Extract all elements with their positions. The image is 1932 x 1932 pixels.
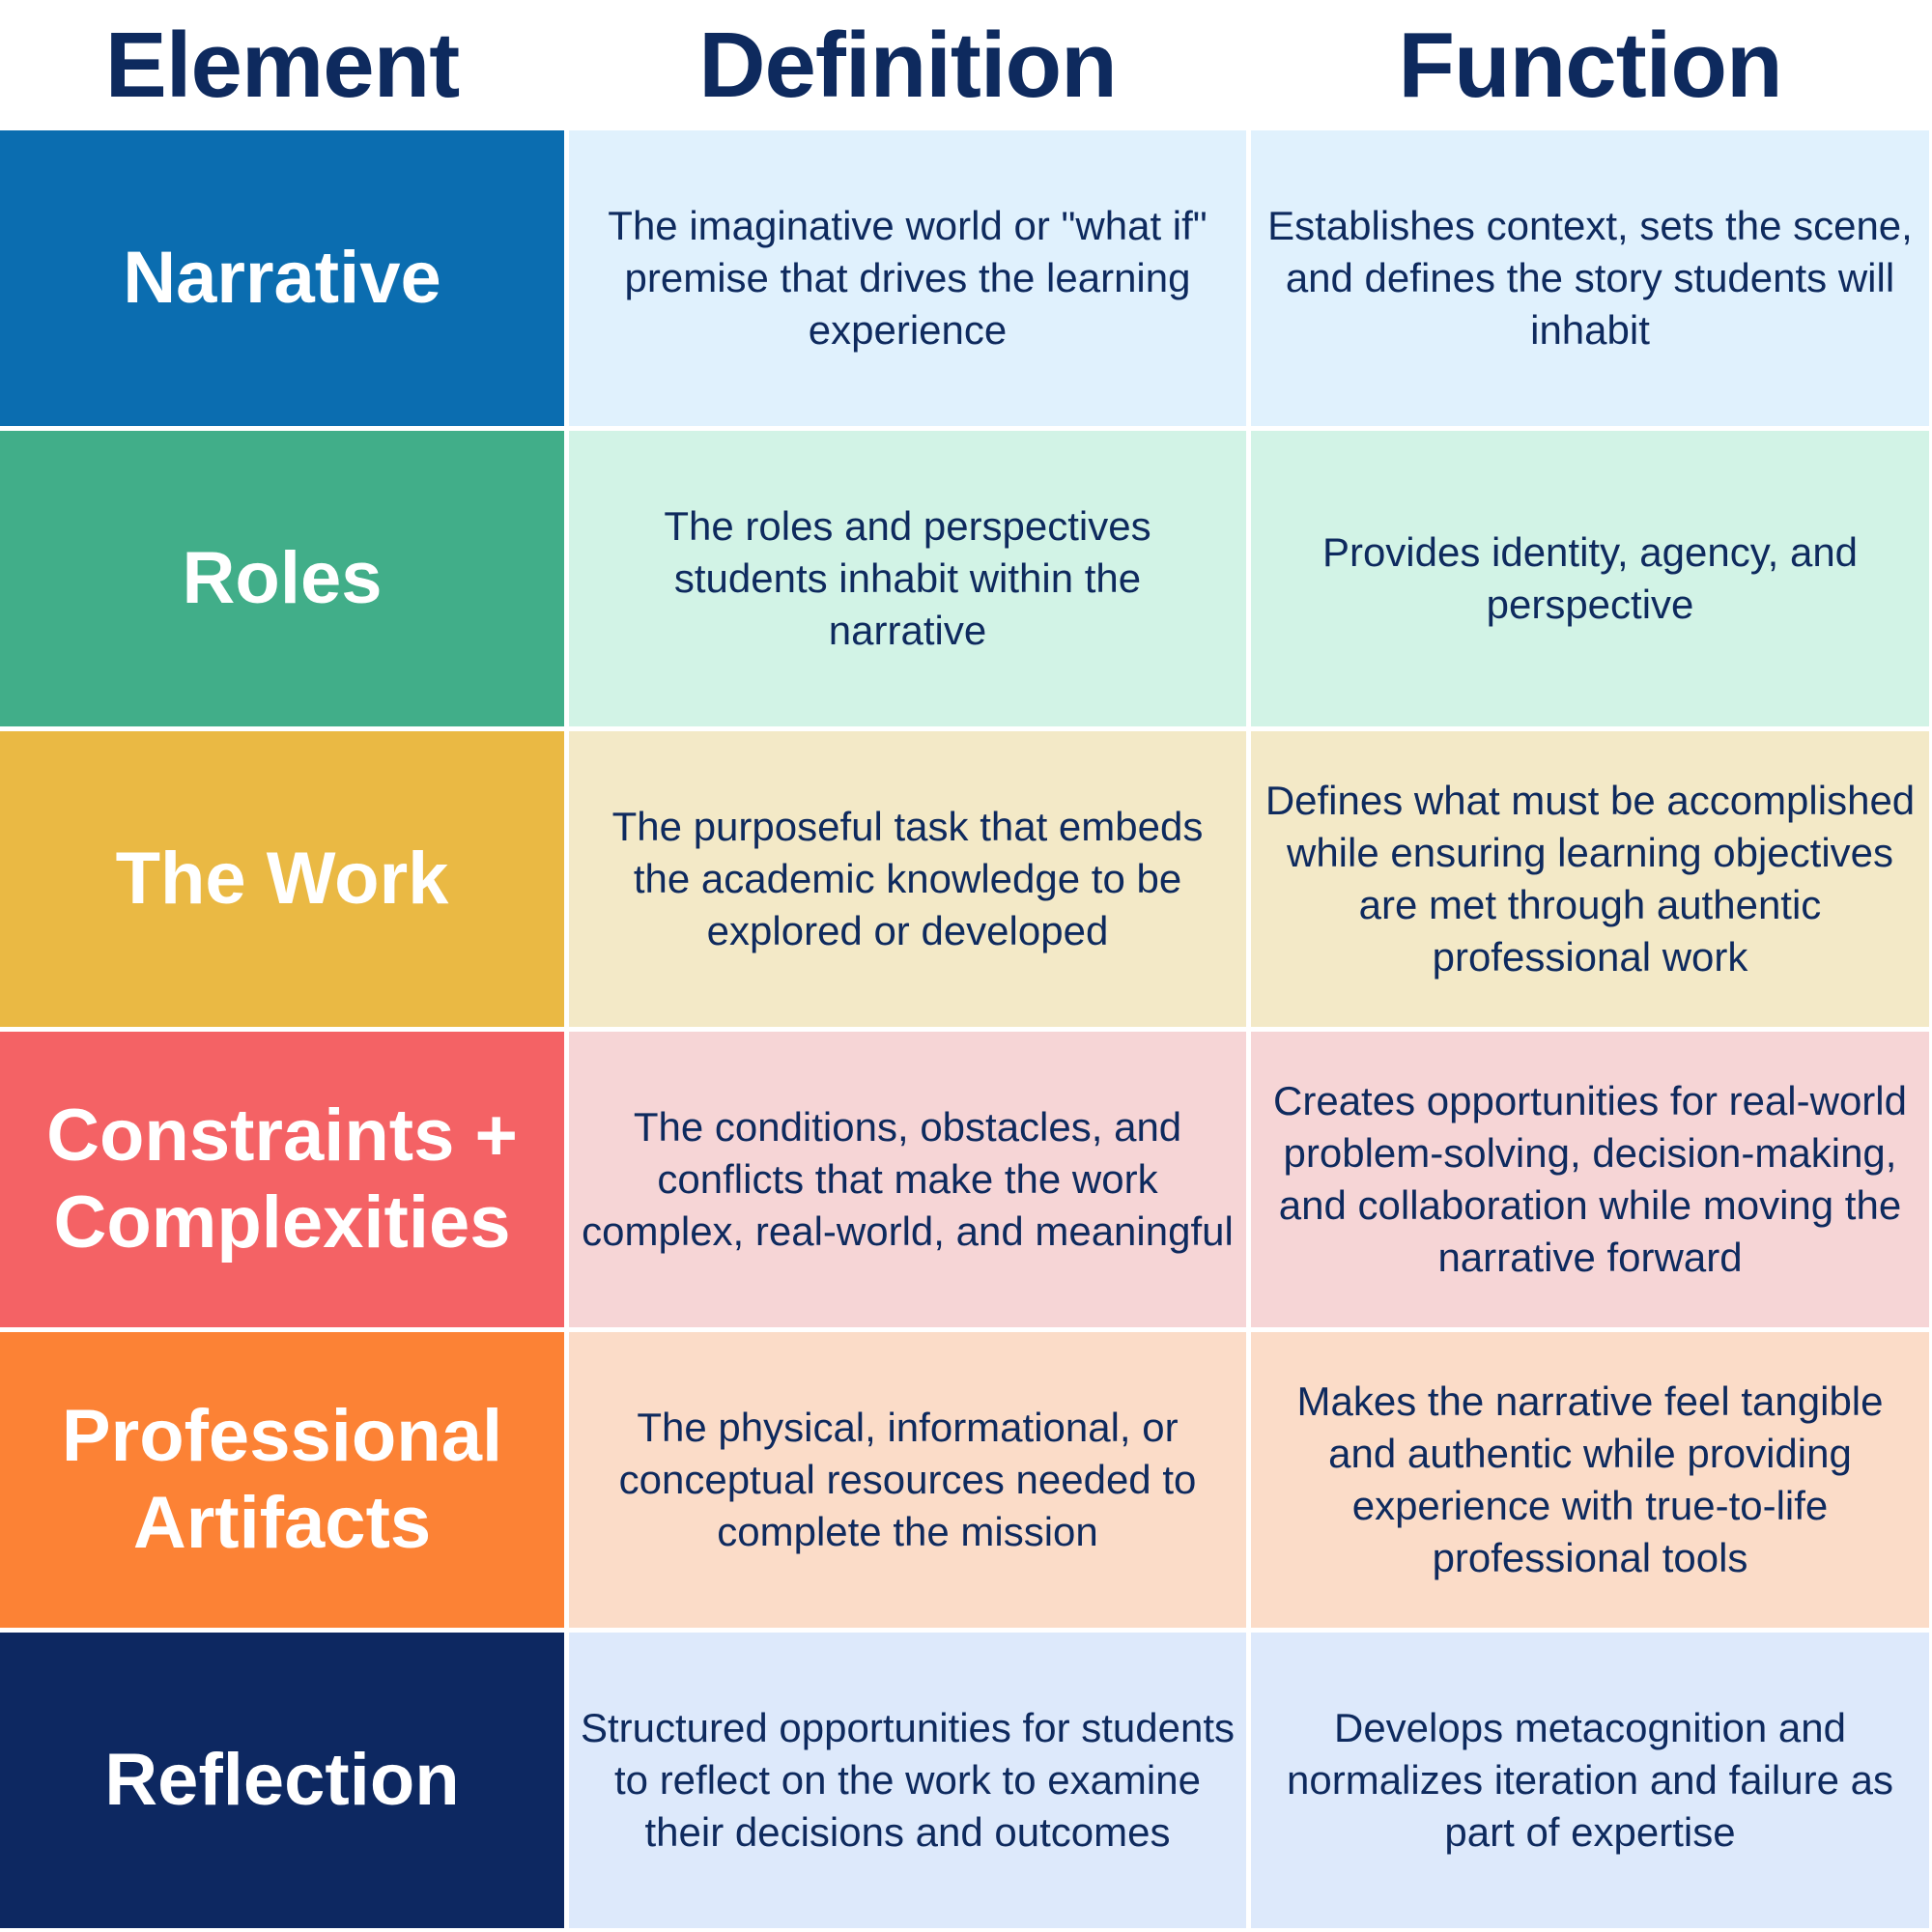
definition-text: The conditions, obstacles, and conflicts…	[582, 1104, 1234, 1254]
element-label: Constraints + Complexities	[46, 1094, 518, 1264]
element-cell: The Work	[0, 731, 564, 1027]
element-label: Narrative	[123, 237, 441, 319]
element-label: Reflection	[104, 1739, 460, 1821]
function-text: Makes the narrative feel tangible and au…	[1296, 1378, 1884, 1580]
definition-text: The roles and perspectives students inha…	[664, 503, 1151, 653]
definition-cell: The purposeful task that embeds the acad…	[569, 731, 1246, 1027]
definition-cell: The roles and perspectives students inha…	[569, 431, 1246, 726]
function-text: Develops metacognition and normalizes it…	[1287, 1705, 1893, 1855]
table-row-reflection: Reflection Structured opportunities for …	[0, 1633, 1932, 1928]
function-text: Defines what must be accomplished while …	[1264, 778, 1916, 980]
header-element: Element	[104, 13, 460, 117]
function-cell: Defines what must be accomplished while …	[1251, 731, 1929, 1027]
element-cell: Reflection	[0, 1633, 564, 1928]
function-cell: Establishes context, sets the scene, and…	[1251, 130, 1929, 426]
definition-cell: Structured opportunities for students to…	[569, 1633, 1246, 1928]
definition-text: The physical, informational, or conceptu…	[618, 1405, 1197, 1554]
function-text: Provides identity, agency, and perspecti…	[1321, 529, 1859, 627]
function-cell: Develops metacognition and normalizes it…	[1251, 1633, 1929, 1928]
function-cell: Makes the narrative feel tangible and au…	[1251, 1332, 1929, 1628]
element-cell: Roles	[0, 431, 564, 726]
header-definition: Definition	[698, 13, 1118, 117]
definition-cell: The conditions, obstacles, and conflicts…	[569, 1032, 1246, 1327]
table-row-constraints-complexities: Constraints + Complexities The condition…	[0, 1032, 1932, 1327]
element-cell: Professional Artifacts	[0, 1332, 564, 1628]
definition-text: Structured opportunities for students to…	[580, 1705, 1236, 1855]
function-text: Establishes context, sets the scene, and…	[1267, 203, 1913, 353]
table-row-narrative: Narrative The imaginative world or "what…	[0, 130, 1932, 426]
definition-text: The purposeful task that embeds the acad…	[611, 804, 1204, 953]
function-text: Creates opportunities for real-world pro…	[1273, 1078, 1907, 1280]
header-function: Function	[1398, 13, 1782, 117]
function-cell: Provides identity, agency, and perspecti…	[1251, 431, 1929, 726]
element-label: The Work	[115, 838, 449, 920]
table-row-professional-artifacts: Professional Artifacts The physical, inf…	[0, 1332, 1932, 1628]
table-row-roles: Roles The roles and perspectives student…	[0, 431, 1932, 726]
definition-cell: The physical, informational, or conceptu…	[569, 1332, 1246, 1628]
element-label: Professional Artifacts	[61, 1395, 503, 1564]
definition-text: The imaginative world or "what if" premi…	[608, 203, 1208, 353]
table-row-the-work: The Work The purposeful task that embeds…	[0, 731, 1932, 1027]
function-cell: Creates opportunities for real-world pro…	[1251, 1032, 1929, 1327]
table-header: Element Definition Function	[0, 0, 1932, 130]
element-cell: Narrative	[0, 130, 564, 426]
definition-cell: The imaginative world or "what if" premi…	[569, 130, 1246, 426]
element-cell: Constraints + Complexities	[0, 1032, 564, 1327]
element-label: Roles	[182, 537, 383, 619]
